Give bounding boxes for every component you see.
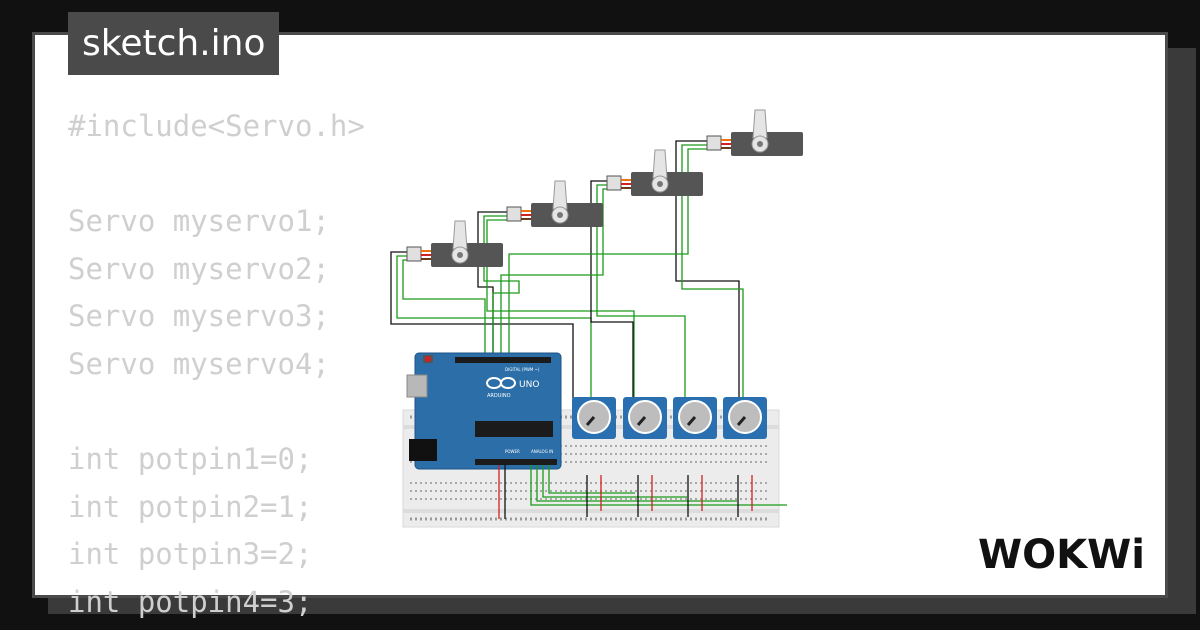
code-line: Servo myservo3; [68, 299, 330, 334]
code-line [68, 389, 365, 437]
code-preview: #include<Servo.h> Servo myservo1; Servo my… [68, 103, 365, 627]
bottom-wires [498, 465, 787, 519]
wokwi-logo-text: WOKWi [978, 532, 1145, 578]
potentiometer-icon [572, 397, 616, 439]
servo-icon [506, 180, 603, 227]
wires [390, 140, 744, 415]
wokwi-logo: WOKWi [978, 532, 1145, 578]
servo-icon [406, 220, 503, 267]
code-line: int potpin3=2; [68, 537, 313, 572]
code-line: int potpin4=3; [68, 584, 313, 619]
code-line: int potpin1=0; [68, 442, 313, 477]
preview-card: #include<Servo.h> Servo myservo1; Servo my… [32, 32, 1168, 619]
servo-icon [606, 149, 703, 196]
board-analog-label: ANALOG IN [531, 449, 553, 454]
code-line: Servo myservo4; [68, 346, 330, 381]
code-line: #include<Servo.h> [68, 109, 365, 143]
potentiometer-icon [623, 397, 667, 439]
circuit-diagram: UNO ARDUINO DIGITAL (PWM ~) POWER ANALOG… [390, 109, 803, 528]
potentiometer-icon [673, 397, 717, 439]
servo-icon [706, 109, 803, 156]
board-logo-text: UNO [519, 380, 539, 390]
board-header-label: DIGITAL (PWM ~) [505, 367, 540, 372]
arduino-uno-board: UNO ARDUINO DIGITAL (PWM ~) POWER ANALOG… [406, 352, 562, 470]
code-line: Servo myservo1; [68, 204, 330, 239]
board-brand-text: ARDUINO [487, 393, 511, 399]
code-line [68, 151, 365, 199]
board-power-label: POWER [505, 449, 520, 454]
code-line: Servo myservo2; [68, 251, 330, 286]
code-line: int potpin2=1; [68, 489, 313, 524]
file-tab[interactable]: sketch.ino [68, 12, 280, 75]
potentiometer-icon [723, 397, 767, 439]
